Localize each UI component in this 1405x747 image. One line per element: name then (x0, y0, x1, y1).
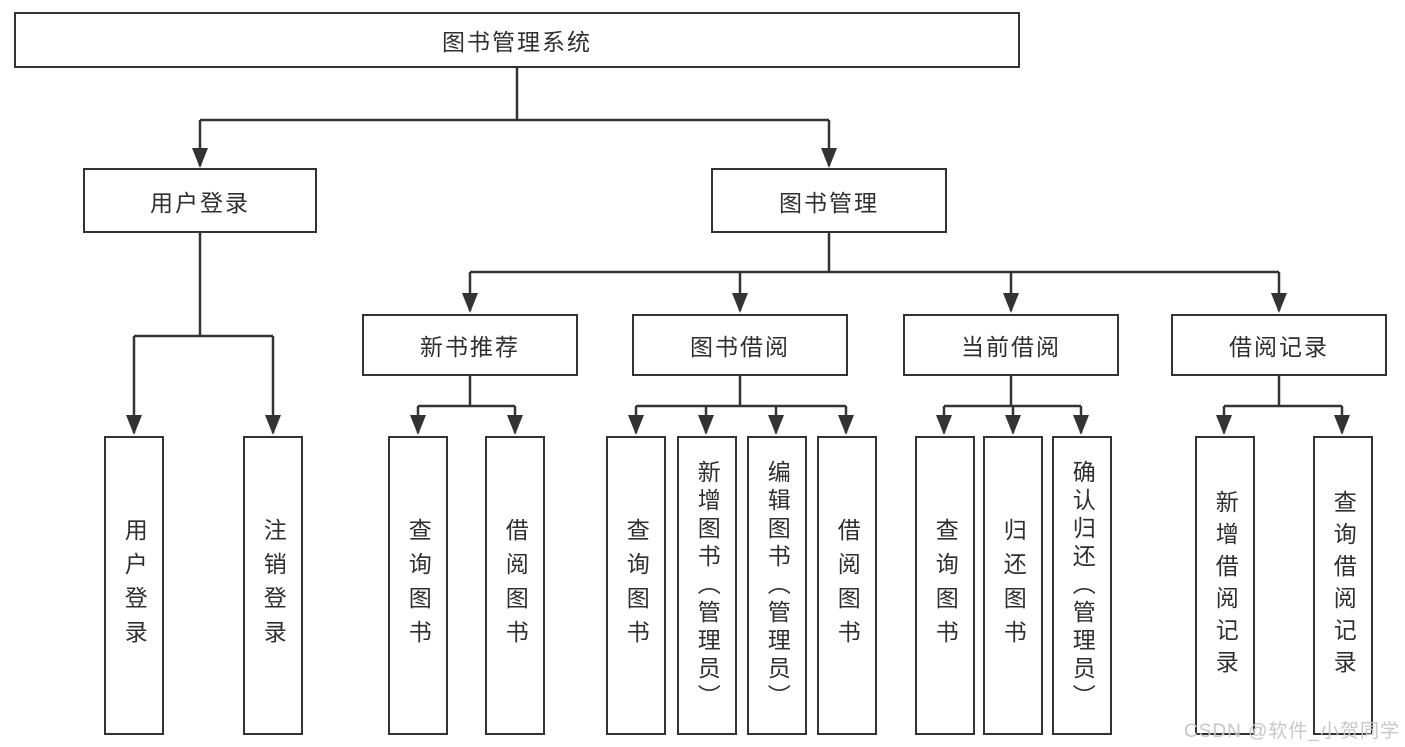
leaf-logout-login-label: 注销登录 (260, 517, 287, 654)
node-user-login: 用户登录 (83, 168, 317, 233)
leaf-borrow-books-recommend-label: 借阅图书 (502, 517, 529, 654)
book-borrowing-branch-lines (628, 376, 854, 435)
leaf-query-books-current-label: 查询图书 (932, 517, 959, 654)
leaf-add-borrow-record-label: 新增借阅记录 (1212, 489, 1239, 682)
node-current-borrowing: 当前借阅 (903, 314, 1119, 376)
leaf-query-books-recommend-label: 查询图书 (405, 517, 432, 654)
borrowing-records-branch-lines (1216, 376, 1350, 435)
leaf-add-book-admin: 新增图书（管理员） (677, 436, 737, 735)
node-user-login-label: 用户登录 (150, 189, 250, 216)
node-book-management: 图书管理 (711, 168, 947, 233)
user-login-branch-lines (126, 233, 281, 435)
node-borrowing-records-label: 借阅记录 (1229, 334, 1329, 360)
leaf-query-borrow-record-label: 查询借阅记录 (1330, 489, 1357, 682)
leaf-borrow-books-borrowing-label: 借阅图书 (834, 517, 861, 654)
leaf-user-login-label: 用户登录 (121, 517, 148, 654)
leaf-logout-login: 注销登录 (243, 436, 303, 735)
node-book-borrowing: 图书借阅 (632, 314, 848, 376)
leaf-return-books: 归还图书 (983, 436, 1043, 735)
leaf-edit-book-admin: 编辑图书（管理员） (747, 436, 807, 735)
leaf-query-books-recommend: 查询图书 (388, 436, 448, 735)
new-book-recommend-branch-lines (410, 376, 523, 435)
root-branch-lines (192, 68, 837, 168)
leaf-add-book-admin-label: 新增图书（管理员） (694, 459, 721, 712)
node-book-management-label: 图书管理 (779, 189, 879, 216)
leaf-query-books-borrowing-label: 查询图书 (623, 517, 650, 654)
leaf-return-books-label: 归还图书 (1000, 517, 1027, 654)
node-root-system: 图书管理系统 (14, 12, 1020, 68)
leaf-borrow-books-borrowing: 借阅图书 (817, 436, 877, 735)
node-current-borrowing-label: 当前借阅 (961, 334, 1061, 360)
leaf-user-login: 用户登录 (104, 436, 164, 735)
node-root-label: 图书管理系统 (442, 29, 592, 55)
current-borrowing-branch-lines (936, 376, 1089, 435)
node-book-borrowing-label: 图书借阅 (690, 334, 790, 360)
leaf-confirm-return-admin-label: 确认归还（管理员） (1069, 459, 1096, 712)
node-new-book-recommend-label: 新书推荐 (420, 334, 520, 360)
leaf-query-books-current: 查询图书 (915, 436, 975, 735)
leaf-query-books-borrowing: 查询图书 (606, 436, 666, 735)
book-management-branch-lines (462, 233, 1287, 313)
leaf-query-borrow-record: 查询借阅记录 (1313, 436, 1373, 735)
node-new-book-recommend: 新书推荐 (362, 314, 578, 376)
leaf-borrow-books-recommend: 借阅图书 (485, 436, 545, 735)
leaf-edit-book-admin-label: 编辑图书（管理员） (764, 459, 791, 712)
node-borrowing-records: 借阅记录 (1171, 314, 1387, 376)
leaf-add-borrow-record: 新增借阅记录 (1195, 436, 1255, 735)
leaf-confirm-return-admin: 确认归还（管理员） (1052, 436, 1112, 735)
csdn-watermark: CSDN @软件_小贺同学 (1184, 721, 1400, 742)
